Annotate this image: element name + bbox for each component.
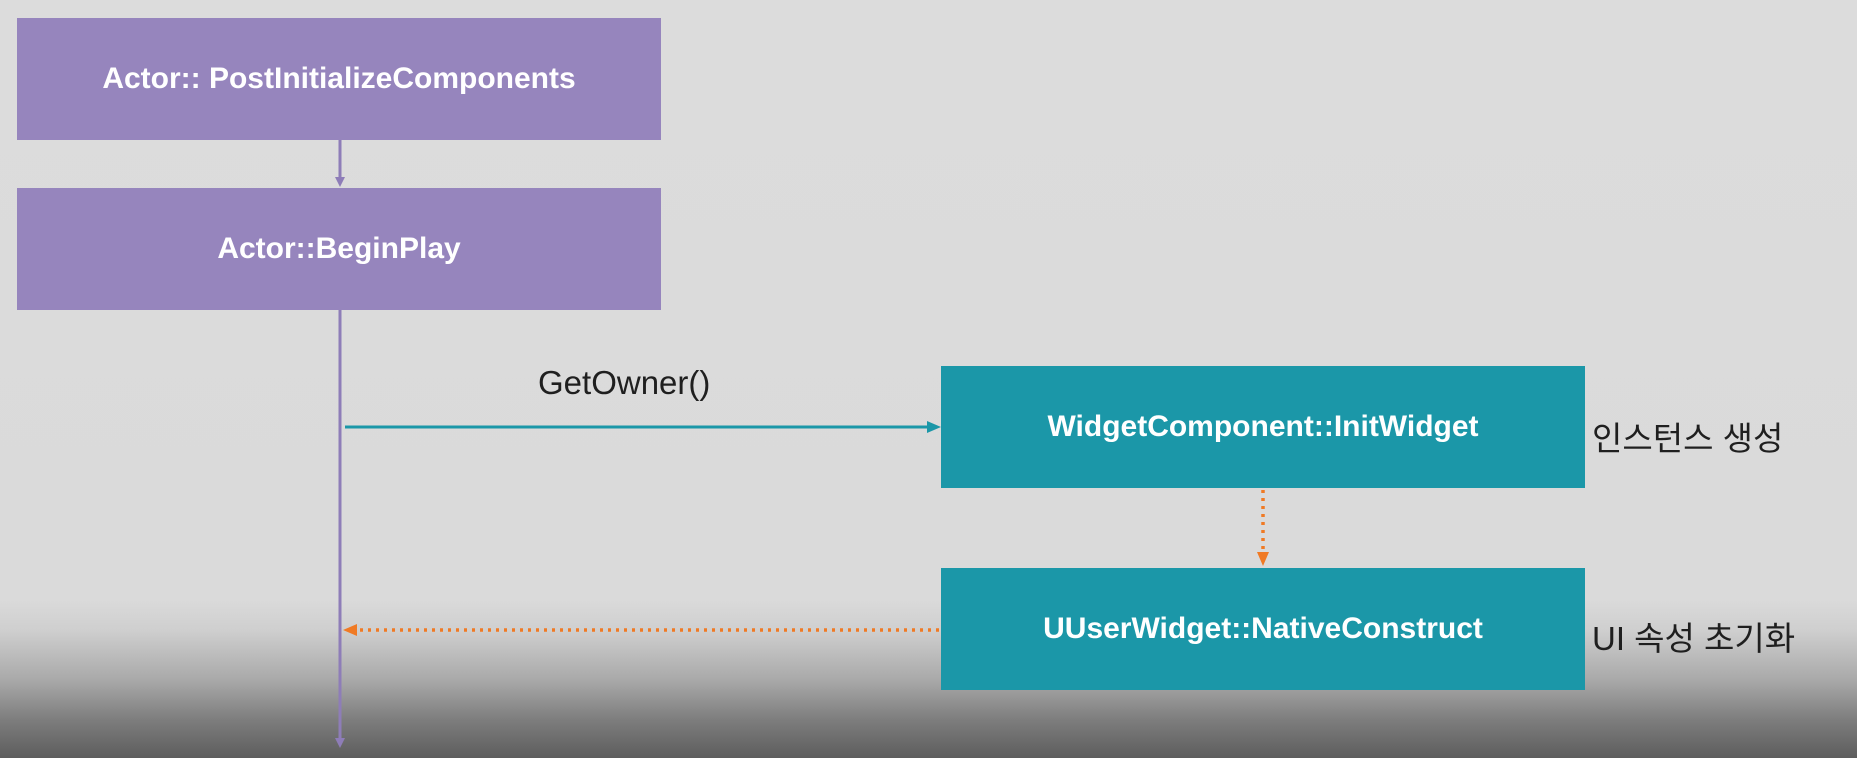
node-native-construct-label: UUserWidget::NativeConstruct — [1043, 612, 1483, 645]
node-native-construct: UUserWidget::NativeConstruct — [941, 568, 1585, 690]
node-init-widget-label: WidgetComponent::InitWidget — [1047, 410, 1479, 443]
node-begin-play: Actor::BeginPlay — [17, 188, 661, 310]
node-post-initialize-label: Actor:: PostInitializeComponents — [102, 62, 576, 95]
node-post-initialize-components: Actor:: PostInitializeComponents — [17, 18, 661, 140]
note-instance-creation: 인스턴스 생성 — [1592, 420, 1784, 457]
node-begin-play-label: Actor::BeginPlay — [217, 232, 461, 265]
note-ui-attribute-init: UI 속성 초기화 — [1592, 620, 1796, 657]
edge-label-get-owner: GetOwner() — [538, 364, 711, 401]
node-init-widget: WidgetComponent::InitWidget — [941, 366, 1585, 488]
